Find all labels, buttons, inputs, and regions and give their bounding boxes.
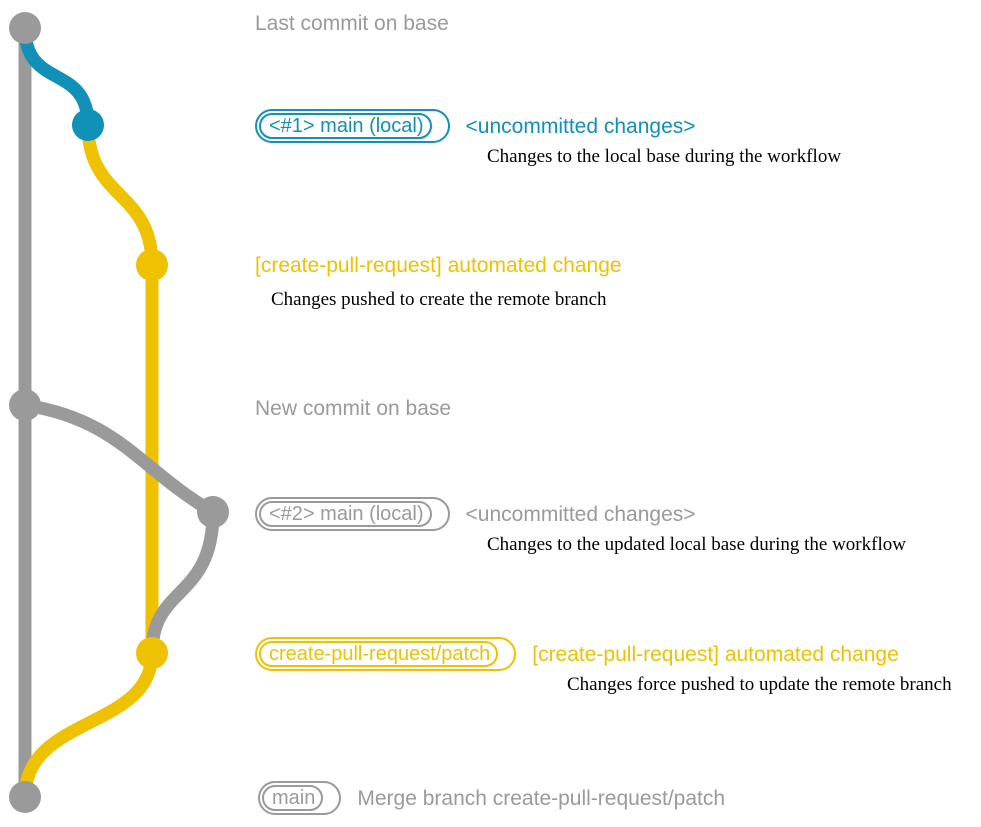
commit-note-automated-change-2: Changes force pushed to update the remot… — [567, 675, 952, 694]
graph-edge-gold-branch — [81, 118, 159, 272]
commit-headline: New commit on base — [255, 397, 452, 420]
commit-headline: <uncommitted changes> — [465, 114, 696, 138]
commit-entry-new-commit-on-base: New commit on base — [255, 398, 451, 419]
commit-entry-last-commit-on-base: Last commit on base — [255, 13, 449, 34]
branch-badge-main-local-1[interactable]: <#1> main (local) — [255, 109, 450, 143]
graph-edge-blue-branch — [18, 21, 95, 132]
branch-badge-main[interactable]: main — [258, 781, 342, 815]
commit-entry-automated-change-2: create-pull-request/patch [create-pull-r… — [255, 637, 899, 671]
graph-edge-gray-to-gold — [145, 505, 220, 660]
commit-headline: [create-pull-request] automated change — [255, 254, 622, 277]
graph-edge-gray-local-branch — [18, 398, 220, 519]
commit-note-main-local-2: Changes to the updated local base during… — [487, 535, 906, 554]
branch-badge-create-pull-request-patch[interactable]: create-pull-request/patch — [255, 637, 517, 671]
commit-headline: Last commit on base — [255, 12, 449, 35]
commit-entry-main-local-1: <#1> main (local) <uncommitted changes> — [255, 109, 696, 143]
commit-note-main-local-1: Changes to the local base during the wor… — [487, 147, 841, 166]
commit-note-text: Changes force pushed to update the remot… — [567, 674, 952, 695]
branch-badge-label: <#1> main (local) — [269, 115, 424, 137]
commit-entry-automated-change-1: [create-pull-request] automated change — [255, 255, 622, 276]
graph-node-automated-change-2[interactable] — [136, 637, 168, 669]
graph-edge-gold-merge — [18, 646, 159, 804]
commit-entry-main-local-2: <#2> main (local) <uncommitted changes> — [255, 497, 696, 531]
branch-badge-label: create-pull-request/patch — [269, 643, 491, 665]
graph-node-new-commit-on-base[interactable] — [9, 389, 41, 421]
commit-headline: Merge branch create-pull-request/patch — [357, 786, 726, 810]
graph-node-main-local-1[interactable] — [72, 109, 104, 141]
graph-node-automated-change-1[interactable] — [136, 249, 168, 281]
branch-badge-label: <#2> main (local) — [269, 503, 424, 525]
commit-headline: [create-pull-request] automated change — [532, 642, 899, 666]
commit-entry-merge: main Merge branch create-pull-request/pa… — [258, 781, 725, 815]
commit-headline: <uncommitted changes> — [465, 502, 696, 526]
branch-badge-label: main — [272, 787, 316, 809]
commit-note-text: Changes pushed to create the remote bran… — [271, 289, 607, 310]
graph-node-last-commit-on-base[interactable] — [9, 12, 41, 44]
graph-node-merge-commit[interactable] — [9, 781, 41, 813]
commit-note-text: Changes to the local base during the wor… — [487, 146, 842, 167]
commit-note-automated-change-1: Changes pushed to create the remote bran… — [271, 290, 607, 309]
branch-badge-main-local-2[interactable]: <#2> main (local) — [255, 497, 450, 531]
graph-node-main-local-2[interactable] — [197, 496, 229, 528]
commit-note-text: Changes to the updated local base during… — [487, 534, 906, 555]
